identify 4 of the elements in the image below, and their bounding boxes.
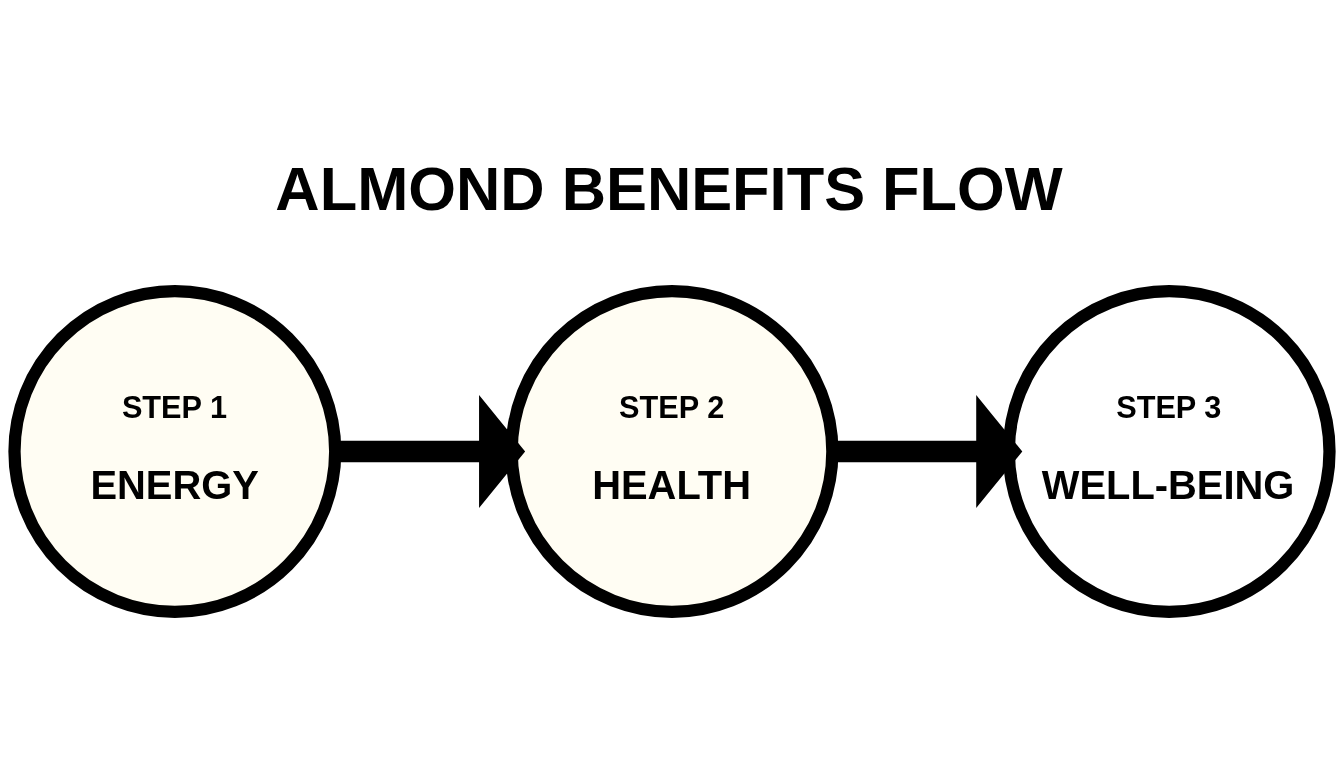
diagram-title: ALMOND BENEFITS FLOW — [275, 153, 1063, 223]
node-circle: STEP 3 WELL-BEING — [1002, 285, 1336, 618]
node-circle: STEP 2 HEALTH — [505, 285, 839, 618]
node-circle: STEP 1 ENERGY — [8, 285, 342, 618]
